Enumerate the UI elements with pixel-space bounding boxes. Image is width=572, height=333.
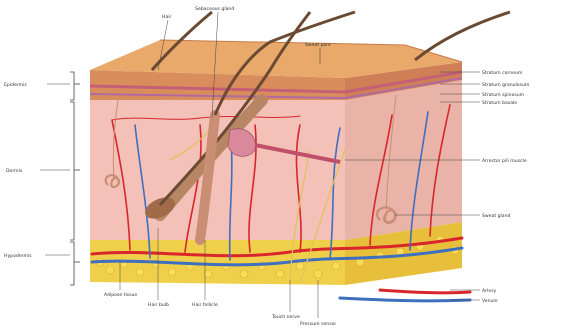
label-dermis: Dermis	[6, 168, 23, 174]
label-sweat-gland: Sweat gland	[482, 213, 510, 219]
label-sweat-pore: Sweat pore	[305, 42, 331, 48]
label-stratum-granulosum: Stratum granulosum	[482, 82, 530, 88]
label-venule: Venule	[482, 298, 498, 304]
label-hair: Hair	[162, 14, 172, 20]
left-brackets	[70, 72, 80, 285]
label-epidermis: Epidermis	[4, 82, 27, 88]
label-adipose-tissue: Adipose tissue	[104, 292, 137, 298]
label-touch-nerve: Touch nerve	[271, 314, 300, 320]
label-hair-bulb: Hair bulb	[148, 302, 169, 308]
label-pressure-sensor: Pressure sensor	[300, 321, 336, 327]
label-hair-follicle: Hair follicle	[192, 302, 218, 308]
label-hypodermis: Hypodermis	[4, 253, 32, 259]
label-stratum-spinosum: Stratum spinosum	[482, 92, 525, 98]
label-sebaceous-gland: Sebaceous gland	[195, 6, 234, 12]
label-stratum-corneum: Stratum corneum	[482, 70, 523, 76]
label-stratum-basale: Stratum basale	[482, 100, 517, 106]
label-arrector-pili: Arrector pili muscle	[482, 158, 527, 164]
label-artery: Artery	[482, 288, 497, 294]
